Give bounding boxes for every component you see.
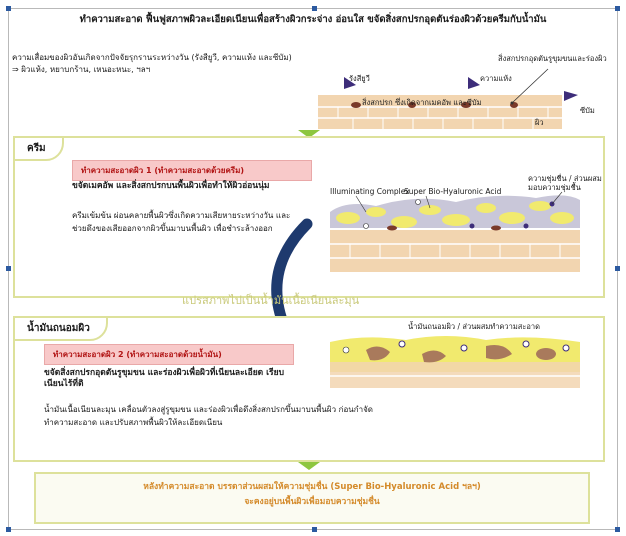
callout-line [511, 68, 549, 104]
label-uv: รังสียูวี [349, 74, 370, 83]
label-dryness: ความแห้ง [480, 74, 512, 83]
callout-line [551, 191, 563, 205]
label-skin: ผิว [535, 118, 544, 127]
resize-handle-top-right[interactable] [615, 6, 620, 11]
ingredient-dot [523, 223, 529, 229]
cream-droplet [419, 205, 441, 215]
dirt-particle [536, 348, 556, 360]
cream-cleansing-diagram [330, 191, 580, 272]
dirt-particle [387, 225, 397, 231]
ingredient-dot [562, 344, 570, 352]
resize-handle-left-center[interactable] [6, 266, 11, 271]
label-illuminating-complex: Illuminating Complex [330, 187, 410, 196]
ingredient-dot [460, 344, 468, 352]
dirt-particle [422, 350, 446, 363]
ingredient-dot [363, 223, 369, 229]
callout-line [355, 195, 367, 213]
ingredient-dot [522, 340, 530, 348]
page-title: ทำความสะอาด ฟื้นฟูสภาพผิวละเอียดเนียนเพื… [79, 14, 547, 25]
label-sebum: ซีบัม [580, 106, 595, 115]
skin-surface [330, 230, 580, 272]
arrow-down-icon [298, 462, 320, 470]
cream-body: ครีมเข้มข้น ผ่อนคลายพื้นผิวซึ่งเกิดความเ… [72, 211, 291, 233]
intro-text: ความเสื่อมของผิวอันเกิดจากปัจจัยรุกรานระ… [12, 53, 292, 74]
cream-droplet [391, 216, 417, 228]
dirt-particle [461, 102, 471, 108]
cream-droplet [336, 212, 360, 224]
cream-droplet [366, 207, 386, 217]
oil-subhead: ขจัดสิ่งสกปรกอุดตันรูขุมขน และร่องผิวเพื… [44, 368, 285, 390]
label-oil-ingredients: น้ำมันถนอมผิว / ส่วนผสมทำความสะอาด [408, 322, 540, 331]
resize-handle-bottom-left[interactable] [6, 527, 11, 532]
dirt-particle [486, 345, 512, 360]
cream-droplet [550, 212, 574, 224]
sebum-ray-icon [564, 91, 578, 101]
oil-body: น้ำมันเนื้อเนียนละมุน เคลื่อนตัวลงสู่รูข… [44, 405, 373, 427]
skin-surface [318, 95, 562, 129]
cream-subhead: ขจัดเมคอัพ และสิ่งสกปรกบนพื้นผิวเพื่อทำใ… [72, 181, 270, 191]
ingredient-dot [415, 199, 421, 205]
arrow-down-icon [298, 130, 320, 138]
callout-line [425, 195, 431, 209]
callout-dot [510, 101, 514, 105]
dryness-ray-icon [468, 77, 480, 89]
cream-droplet [476, 203, 496, 213]
resize-handle-bottom-right[interactable] [615, 527, 620, 532]
resize-handle-bottom-center[interactable] [312, 527, 317, 532]
skin-surface [330, 362, 580, 388]
transition-text: แปรสภาพไปเป็นน้ำมันเนื้อเนียนละมุน [182, 294, 360, 307]
ingredient-dot [342, 346, 350, 354]
label-clog: สิ่งสกปรกอุดตันรูขุมขนและร่องผิว [498, 54, 607, 63]
footer-line-1: หลังทำความสะอาด บรรดาส่วนผสมให้ความชุ่มช… [143, 482, 481, 492]
dirt-particle [491, 225, 501, 231]
oil-cleansing-diagram [330, 336, 580, 388]
ingredient-dot [469, 223, 475, 229]
uv-ray-icon [344, 77, 356, 89]
skin-damage-diagram [318, 68, 578, 129]
oil-step-bar: ทำความสะอาดผิว 2 (ทำความสะอาดด้วยน้ำมัน) [44, 344, 294, 365]
label-super-bio-hyaluronic-acid: Super Bio-Hyaluronic Acid [404, 187, 502, 196]
cream-droplet [499, 212, 525, 224]
dirt-particle [351, 102, 361, 108]
cream-droplet [442, 214, 470, 226]
footer-note: หลังทำความสะอาด บรรดาส่วนผสมให้ความชุ่มช… [34, 472, 590, 524]
footer-line-2: จะคงอยู่บนพื้นผิวเพื่อมอบความชุ่มชื่น [244, 496, 380, 507]
resize-handle-top-center[interactable] [312, 6, 317, 11]
resize-handle-top-left[interactable] [6, 6, 11, 11]
dirt-particle [366, 346, 390, 361]
dirt-particle [408, 102, 416, 108]
ingredient-dot [398, 340, 406, 348]
label-moisture: ความชุ่มชื่น / ส่วนผสม มอบความชุ่มชื้น [528, 174, 602, 193]
cream-droplet [529, 201, 551, 211]
resize-handle-right-center[interactable] [615, 266, 620, 271]
oil-label: น้ำมันถนอมผิว [13, 316, 108, 341]
cream-label: ครีม [13, 136, 64, 161]
label-dirt: สิ่งสกปรก ซึ่งเกิดจากเมคอัพ และซีบัม [362, 98, 482, 107]
cream-step-bar: ทำความสะอาดผิว 1 (ทำความสะอาดด้วยครีม) [72, 160, 312, 181]
